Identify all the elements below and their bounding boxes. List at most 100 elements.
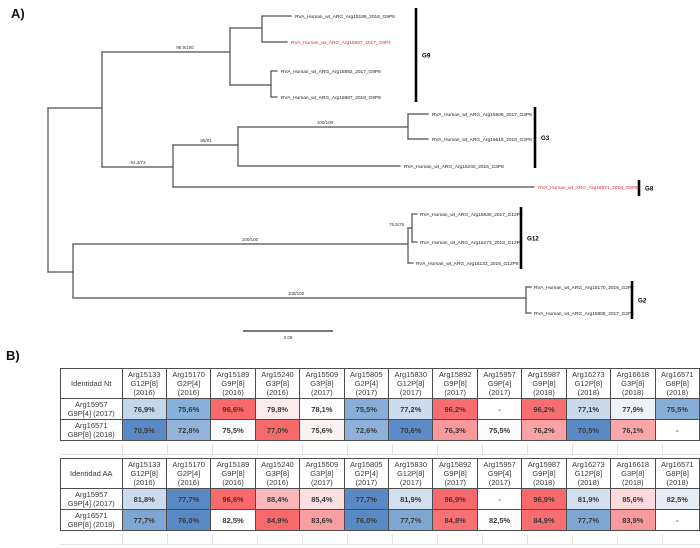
tree-tip-label: RVA_Human_wt_ARG_Arg15240_2016_G3P8 xyxy=(404,164,504,170)
identity-cell: 75,5% xyxy=(476,419,523,441)
identity-cell: 96,6% xyxy=(210,488,256,510)
identity-cell: 75,5% xyxy=(343,398,390,420)
identity-cell: 76,2% xyxy=(521,419,567,441)
identity-cell: 77,7% xyxy=(343,488,390,510)
identity-cell: 70,6% xyxy=(388,419,434,441)
identity-cell: 76,0% xyxy=(165,509,212,531)
tree-tip-label: RVA_Human_wt_ARG_Arg16273_2018_G12P8 xyxy=(420,240,523,246)
identity-cell: 76,3% xyxy=(432,419,478,441)
bootstrap-value: 100/100 xyxy=(317,120,334,125)
identity-cell: 77,1% xyxy=(565,398,612,420)
identity-cell: 81,9% xyxy=(388,488,434,510)
identity-cell: 88,4% xyxy=(254,488,301,510)
identity-cell: 75,5% xyxy=(654,398,700,420)
spreadsheet-gridlines xyxy=(60,534,700,545)
bootstrap-value: 100/100 xyxy=(242,237,259,242)
tree-tip-label-highlighted: RVA_Human_wt_ARG_Arg15957_2017_G9P4 xyxy=(291,40,391,46)
identity-cell: 96,6% xyxy=(210,398,256,420)
identity-cell: 76,1% xyxy=(610,419,656,441)
identity-cell: 77,7% xyxy=(165,488,212,510)
tree-tip-label: RVA_Human_wt_ARG_Arg15805_2017_G2P4 xyxy=(534,311,634,317)
identity-cell: 70,5% xyxy=(565,419,612,441)
identity-cell: 84,9% xyxy=(254,509,301,531)
identity-cell: 96,2% xyxy=(521,398,567,420)
clade-label-g2: G2 xyxy=(638,298,647,305)
identity-cell: 77,7% xyxy=(121,509,167,531)
identity-cell: 77,0% xyxy=(254,419,301,441)
bootstrap-value: 85/91 xyxy=(200,138,212,143)
identity-cell: 85,4% xyxy=(299,488,345,510)
tree-tip-label: RVA_Human_wt_ARG_Arg16618_2018_G3P8 xyxy=(432,137,532,143)
clade-label-g12: G12 xyxy=(527,236,539,243)
tree-tip-label: RVA_Human_wt_ARG_Arg15509_2017_G3P8 xyxy=(432,112,532,118)
identity-cell: 72,8% xyxy=(165,419,212,441)
identity-cell: 78,1% xyxy=(299,398,345,420)
bootstrap-value: 92.3/73 xyxy=(130,160,146,165)
identity-cell: 82,5% xyxy=(210,509,256,531)
identity-cell: 83,9% xyxy=(610,509,656,531)
identity-cell: 77,2% xyxy=(388,398,434,420)
identity-cell: 77,9% xyxy=(610,398,656,420)
identity-cell: 77,7% xyxy=(565,509,612,531)
identity-cell: 76,0% xyxy=(343,509,390,531)
bootstrap-value: 100/100 xyxy=(288,291,305,296)
identity-cell: 83,6% xyxy=(299,509,345,531)
identity-cell: 96,9% xyxy=(432,488,478,510)
panel-b-label: B) xyxy=(6,348,20,363)
panel-a-label: A) xyxy=(11,6,25,21)
identity-cell: 82,5% xyxy=(654,488,700,510)
identity-cell: 79,8% xyxy=(254,398,301,420)
identity-cell: 81,9% xyxy=(565,488,612,510)
scale-bar-label: 0.09 xyxy=(284,335,293,340)
tree-tip-label: RVA_Human_wt_ARG_Arg15987_2018_G9P8 xyxy=(281,95,381,101)
identity-cell: - xyxy=(654,509,700,531)
clade-label-g9: G9 xyxy=(422,53,431,60)
tree-tip-label-highlighted: RVA_Human_wt_ARG_Arg16571_2018_G8P8 xyxy=(538,185,638,191)
identity-cell: - xyxy=(654,419,700,441)
identity-cell: 75,6% xyxy=(299,419,345,441)
tree-tip-label: RVA_Human_wt_ARG_Arg15133_2016_G12P8 xyxy=(416,261,519,267)
identity-cell: 85,6% xyxy=(610,488,656,510)
table-corner-header: Identidad AA xyxy=(60,458,123,489)
identity-cell: - xyxy=(476,398,523,420)
identity-cell: 96,9% xyxy=(521,488,567,510)
spreadsheet-gridlines xyxy=(60,444,700,455)
table-corner-header: Identidad Nt xyxy=(60,368,123,399)
identity-cell: 77,7% xyxy=(388,509,434,531)
tree-tip-label: RVA_Human_wt_ARG_Arg15892_2017_G9P8 xyxy=(281,69,381,75)
identity-cell: 70,5% xyxy=(121,419,167,441)
identity-cell: 76,9% xyxy=(121,398,167,420)
